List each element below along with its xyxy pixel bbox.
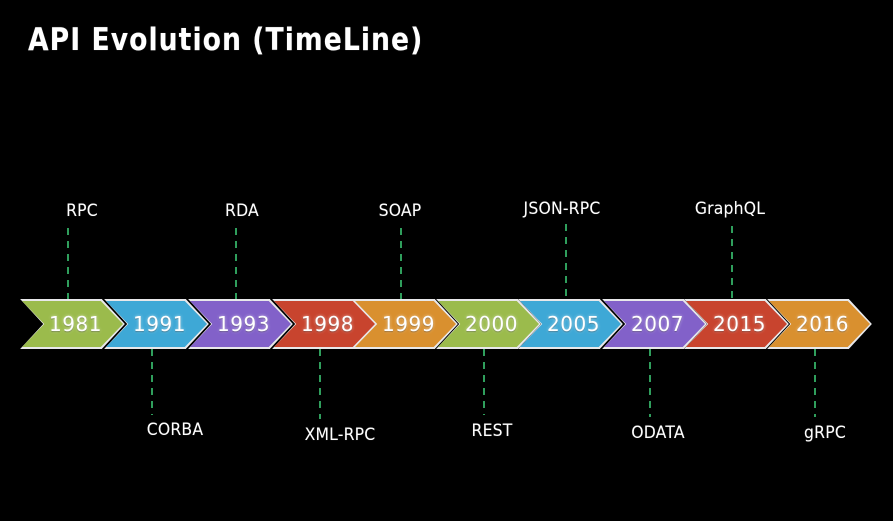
chevron-year-label: 2015 [713, 312, 766, 336]
event-label-grpc: gRPC [804, 423, 846, 443]
chevron-year-label: 1981 [49, 312, 102, 336]
event-label-json-rpc: JSON-RPC [523, 199, 601, 219]
chevron-year-label: 1993 [217, 312, 270, 336]
timeline-chevron-2000[interactable]: 2000 [436, 299, 541, 349]
connector-line-2007 [649, 349, 651, 417]
connector-line-1993 [235, 228, 237, 300]
chevron-year-label: 1999 [382, 312, 435, 336]
timeline-chevron-1981[interactable]: 1981 [20, 299, 125, 349]
connector-line-1999 [400, 228, 402, 300]
chevron-year-label: 2007 [631, 312, 684, 336]
event-label-rest: REST [471, 421, 513, 441]
chevron-year-label: 2000 [465, 312, 518, 336]
page-title: API Evolution (TimeLine) [28, 22, 424, 58]
chevron-year-label: 1991 [133, 312, 186, 336]
chevron-year-label: 2016 [796, 312, 849, 336]
connector-line-2015 [731, 226, 733, 300]
timeline-chevron-2016[interactable]: 2016 [767, 299, 872, 349]
event-label-rpc: RPC [66, 201, 98, 221]
event-label-soap: SOAP [378, 201, 422, 221]
connector-line-1998 [319, 349, 321, 419]
timeline-chevron-2007[interactable]: 2007 [602, 299, 707, 349]
event-label-corba: CORBA [146, 420, 204, 440]
event-label-xml-rpc: XML-RPC [304, 425, 376, 445]
event-label-odata: ODATA [631, 423, 685, 443]
connector-line-2005 [565, 224, 567, 300]
chevron-year-label: 2005 [547, 312, 600, 336]
event-label-rda: RDA [225, 201, 259, 221]
connector-line-2016 [814, 349, 816, 417]
connector-line-1981 [67, 228, 69, 300]
chevron-year-label: 1998 [301, 312, 354, 336]
connector-line-1991 [151, 349, 153, 415]
connector-line-2000 [483, 349, 485, 415]
event-label-graphql: GraphQL [694, 199, 766, 219]
